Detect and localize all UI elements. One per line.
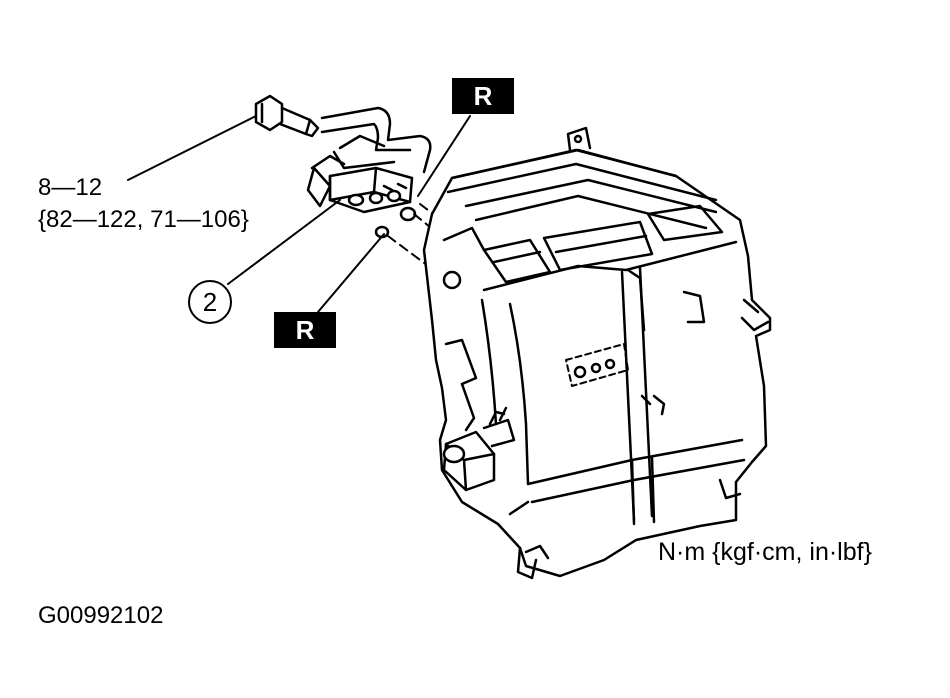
torque-label: 8—12 [38,174,103,201]
replace-badge-bottom: R [274,312,336,348]
part-callout-2: 2 [188,280,232,324]
heater-housing [422,126,772,580]
figure-id: G00992102 [38,602,164,629]
leader-lines [127,115,471,313]
torque-alt-label: {82—122, 71—106} [38,206,249,233]
pipe-assembly [306,106,432,239]
replace-badge-top: R [452,78,514,114]
units-label: N·m {kgf·cm, in·lbf} [658,538,872,566]
bolt [254,94,320,138]
